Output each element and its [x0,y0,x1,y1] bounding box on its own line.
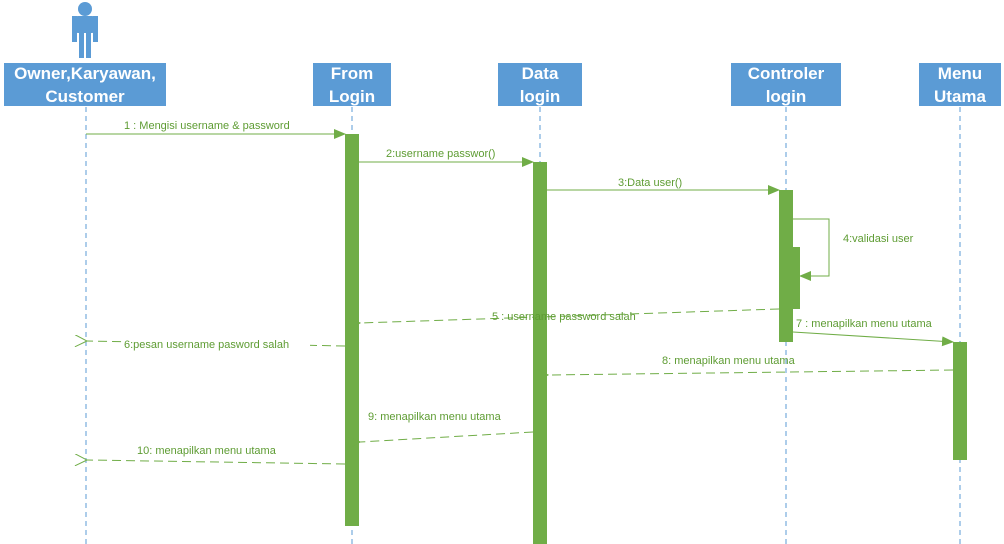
message-label-8: 8: menapilkan menu utama [662,355,796,367]
participant-label: login [765,86,807,106]
message-label-1: 1 : Mengisi username & password [124,120,290,132]
message-label-2: 2:username passwor() [386,148,495,160]
message-arrow-7 [792,331,954,347]
label-backdrop [120,318,310,332]
activation-form-login [345,134,359,526]
person-icon [72,2,98,58]
participant-form-login: From Login [313,63,391,106]
message-label-3: 3:Data user() [618,177,682,189]
message-label-7: 7 : menapilkan menu utama [796,318,933,330]
participant-label: Data [521,63,559,83]
participant-label: Owner,Karyawan, [14,63,156,83]
activation-data-login [533,162,547,544]
message-arrow-9 [360,431,534,442]
message-arrow-8 [548,370,954,375]
participant-label: Customer [45,86,125,106]
activation-controller-login [779,190,793,342]
participant-label: Controler [747,63,825,83]
label-backdrop [124,337,310,351]
message-label-5: 5 : username password salah [492,311,636,323]
message-arrow-10 [87,460,346,464]
participant-controller-login: Controler login [731,63,841,106]
participant-label: Menu [937,63,983,83]
message-label-6: 6:pesan username pasword salah [124,339,289,351]
participant-label: Utama [934,86,986,106]
message-arrow-4 [793,218,830,281]
participant-label: login [519,86,561,106]
activation-controller-login-nested [791,247,800,309]
participant-label: From [330,63,374,83]
participant-label: Login [328,86,376,106]
participant-actor: Owner,Karyawan, Customer [4,63,166,106]
participant-menu-utama: Menu Utama [919,63,1001,106]
message-label-4: 4:validasi user [843,233,914,245]
activation-menu-utama [953,342,967,460]
participant-data-login: Data login [498,63,582,106]
message-label-9: 9: menapilkan menu utama [368,411,502,423]
message-label-10: 10: menapilkan menu utama [137,445,277,457]
